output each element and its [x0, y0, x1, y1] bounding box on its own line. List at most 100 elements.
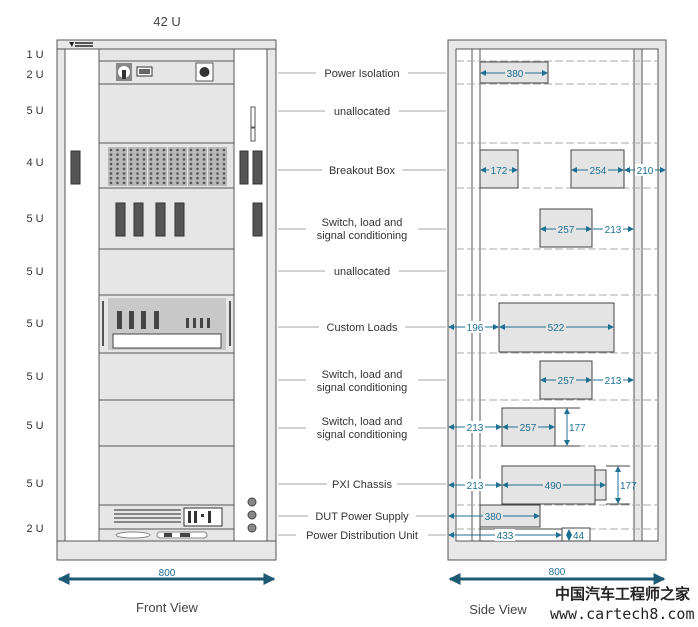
connector-pin [176, 158, 179, 161]
connector-pin [109, 181, 113, 185]
connector-pin [156, 176, 159, 180]
connector-pin [116, 172, 119, 175]
unit-label: 5 U [26, 213, 43, 225]
rack-handles [70, 150, 263, 237]
label-pxi-chassis: PXI Chassis [332, 479, 392, 491]
dim-breakout-front: 172 [491, 166, 508, 177]
connector-pin [196, 158, 199, 161]
connector-pin [209, 162, 213, 166]
dim-breakout-rear: 254 [590, 166, 607, 177]
connector-pin [142, 176, 146, 180]
connector-pin [109, 162, 113, 166]
connector-pin [109, 176, 113, 180]
watermark-url: www.cartech8.com [550, 605, 695, 623]
connector-pin [116, 167, 119, 171]
connector-pin [116, 158, 119, 161]
side-view-title: Side View [469, 602, 527, 617]
connector-pin [176, 153, 179, 156]
unit-label: 5 U [26, 318, 43, 330]
connector-pin [109, 148, 113, 152]
connector-pin [169, 148, 173, 152]
connector-pin [222, 176, 226, 180]
dim-switch-3-offset: 213 [467, 423, 484, 434]
connector-pin [189, 153, 193, 156]
vent-icon [114, 509, 181, 523]
connector-pin [202, 181, 206, 185]
connector-pin [136, 158, 139, 161]
connector-pin [182, 172, 186, 175]
connector-pin [162, 158, 166, 161]
connector-pin [216, 148, 219, 152]
connector-pin [122, 181, 126, 185]
switch-panel-1 [98, 187, 235, 250]
unit-labels: 1 U 2 U 5 U 4 U 5 U 5 U 5 U 5 U 5 U 5 U … [26, 49, 43, 535]
connector-pin [136, 176, 139, 180]
connector-pin [222, 181, 226, 185]
connector-pin [182, 158, 186, 161]
connector-block [208, 147, 227, 186]
dim-custom-loads: 522 [548, 323, 565, 334]
connector-pin [142, 181, 146, 185]
connector-pin [202, 167, 206, 171]
side-width-label: 800 [549, 567, 566, 578]
connector-block [188, 147, 207, 186]
connector-pin [156, 172, 159, 175]
connector-pin [142, 162, 146, 166]
component-labels: Power Isolation unallocated Breakout Box… [278, 68, 446, 542]
connector-pin [209, 176, 213, 180]
connector-pin [142, 167, 146, 171]
connector-pin [169, 167, 173, 171]
dim-power-isolation: 380 [507, 69, 524, 80]
connector-pin [156, 162, 159, 166]
connector-pin [189, 172, 193, 175]
connector-pin [156, 167, 159, 171]
connector-pin [142, 158, 146, 161]
connector-block [148, 147, 167, 186]
connector-pin [222, 153, 226, 156]
unit-label: 5 U [26, 420, 43, 432]
connector-pin [149, 162, 153, 166]
connector-pin [109, 153, 113, 156]
unallocated-panel [98, 83, 235, 144]
connector-pin [176, 172, 179, 175]
unit-label: 2 U [26, 523, 43, 535]
dim-switch-3-height: 177 [569, 423, 586, 434]
dim-custom-loads-offset: 196 [467, 323, 484, 334]
connector-pin [149, 148, 153, 152]
label-switch-3-line2: signal conditioning [317, 429, 408, 441]
connector-pin [216, 172, 219, 175]
connector-pin [222, 162, 226, 166]
connector-pin [189, 176, 193, 180]
connector-pin [162, 176, 166, 180]
connector-pin [222, 148, 226, 152]
label-power-isolation: Power Isolation [324, 68, 399, 80]
front-width-label: 800 [159, 568, 176, 579]
connector-pin [162, 153, 166, 156]
dim-pxi: 490 [545, 481, 562, 492]
unit-label: 4 U [26, 157, 43, 169]
connector-pin [136, 148, 139, 152]
blank-panel-1u [98, 48, 235, 62]
connector-pin [209, 167, 213, 171]
connector-pin [129, 172, 133, 175]
connector-pin [142, 172, 146, 175]
switch-panel-2 [98, 352, 235, 401]
unit-label: 1 U [26, 49, 43, 61]
front-view-rack [56, 39, 277, 561]
connector-pin [182, 162, 186, 166]
load-connectors [117, 311, 210, 329]
connector-pin [149, 181, 153, 185]
connector-pin [189, 158, 193, 161]
cable-connector-icon [250, 127, 256, 142]
connector-block [108, 147, 127, 186]
dim-switch-2: 257 [558, 376, 575, 387]
connector-pin [196, 167, 199, 171]
connector-pin [116, 181, 119, 185]
connector-pin [122, 153, 126, 156]
connector-pin [129, 162, 133, 166]
breakout-connector-grid [108, 147, 227, 186]
connector-pin [196, 172, 199, 175]
connector-pin [136, 172, 139, 175]
connector-pin [202, 162, 206, 166]
